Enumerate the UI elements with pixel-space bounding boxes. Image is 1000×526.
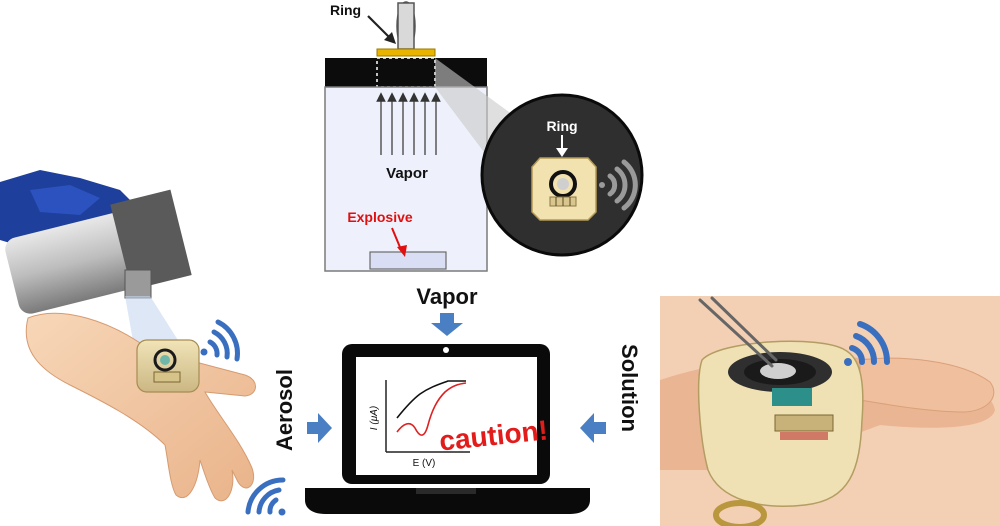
x-axis-label: E (V) bbox=[413, 458, 436, 469]
ring-top-label: Ring bbox=[330, 2, 361, 18]
ring-pointer-head bbox=[384, 32, 396, 44]
gold-ring bbox=[713, 500, 767, 526]
vapor-arrow-label: Vapor bbox=[416, 284, 478, 309]
glove-fold bbox=[30, 185, 100, 215]
ring-zoom-label: Ring bbox=[546, 118, 577, 134]
ring-band bbox=[397, 2, 415, 50]
gold-strip bbox=[376, 48, 436, 57]
ring-pointer bbox=[367, 15, 391, 39]
explosive-dish bbox=[369, 251, 447, 270]
arrow-down-icon bbox=[431, 313, 463, 336]
aerosol-label: Aerosol bbox=[272, 369, 297, 451]
arrow-left-icon bbox=[580, 413, 606, 443]
laptop-trackpad-notch bbox=[416, 488, 476, 494]
laptop-icon: I (μA) E (V) caution! bbox=[305, 344, 590, 514]
wifi-icon bbox=[599, 159, 638, 211]
wifi-icon bbox=[200, 319, 240, 362]
ring-zoom-circle bbox=[480, 93, 644, 257]
wifi-icon bbox=[844, 321, 891, 366]
solution-photo bbox=[660, 296, 1000, 526]
laptop-camera bbox=[443, 347, 449, 353]
ring-sensor-photo bbox=[697, 340, 864, 507]
explosive-pointer-head bbox=[397, 245, 407, 257]
vapor-chamber-label: Vapor bbox=[386, 165, 428, 182]
ring-sensor-photo bbox=[136, 339, 200, 393]
arrow-right-icon bbox=[307, 413, 332, 443]
solution-label: Solution bbox=[617, 344, 642, 432]
dropper-illustration bbox=[698, 296, 778, 368]
y-axis-label: I (μA) bbox=[369, 406, 380, 430]
baseline-curve bbox=[396, 380, 466, 419]
vapor-arrows bbox=[376, 92, 441, 155]
wifi-icon bbox=[245, 477, 286, 516]
laptop-screen bbox=[356, 357, 537, 475]
explosive-label: Explosive bbox=[347, 209, 413, 225]
hand-illustration bbox=[0, 170, 256, 502]
spray-can-illustration bbox=[5, 189, 192, 314]
laptop-base bbox=[305, 488, 590, 514]
hand-shape bbox=[25, 312, 256, 502]
ring-sensor-chip bbox=[531, 157, 597, 221]
response-curve bbox=[396, 382, 467, 436]
ring-zoom-pointer-head bbox=[556, 148, 568, 157]
